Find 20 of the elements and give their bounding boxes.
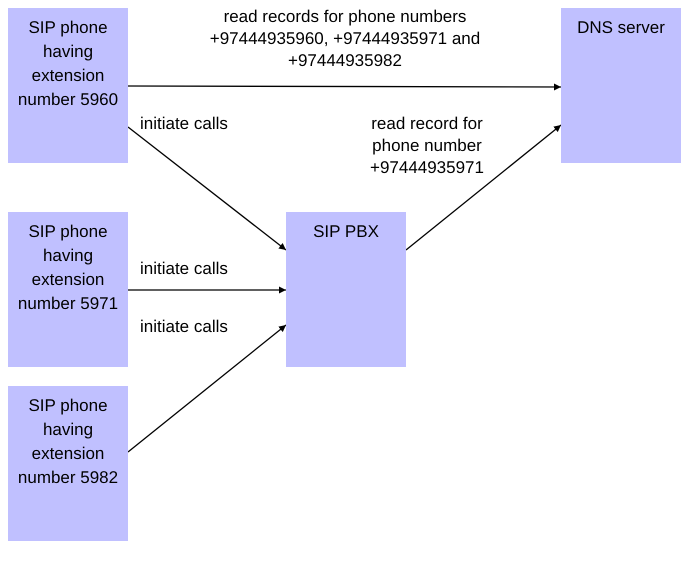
edge-label: initiate calls: [140, 258, 229, 280]
arrow: [128, 83, 561, 90]
process-box: [8, 8, 128, 163]
edge-label: read records for phone numbers +97444935960, +97444935971 and +97444935982: [208, 6, 482, 72]
process-box: [286, 212, 406, 367]
process-box: [8, 212, 128, 367]
node-label: SIP phone having extension number 5982: [16, 395, 120, 489]
edge-label: initiate calls: [140, 113, 229, 135]
arrow: [128, 286, 286, 294]
node-label: SIP phone having extension number 5960: [16, 17, 120, 111]
edge-label: initiate calls: [140, 316, 229, 338]
arrow: [406, 124, 562, 250]
arrow: [128, 324, 286, 452]
arrow: [128, 126, 286, 251]
node-label: SIP phone having extension number 5971: [16, 221, 120, 315]
process-box: [8, 386, 128, 541]
edge-label: read record for phone number +97444935971: [369, 113, 485, 179]
node-label: SIP PBX: [312, 221, 380, 243]
process-box: [561, 8, 681, 163]
node-label: DNS server: [576, 17, 666, 39]
